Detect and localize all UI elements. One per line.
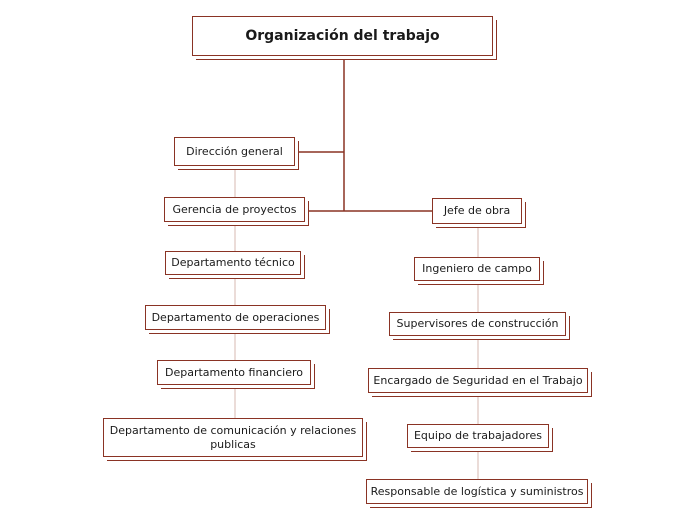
- root-node[interactable]: Organización del trabajo: [192, 16, 493, 56]
- node-gerencia-proyectos[interactable]: Gerencia de proyectos: [164, 197, 305, 222]
- node-direccion-general[interactable]: Dirección general: [174, 137, 295, 166]
- node-jefe-obra[interactable]: Jefe de obra: [432, 198, 522, 224]
- node-supervisores-construccion[interactable]: Supervisores de construcción: [389, 312, 566, 336]
- node-departamento-financiero[interactable]: Departamento financiero: [157, 360, 311, 385]
- node-equipo-trabajadores[interactable]: Equipo de trabajadores: [407, 424, 549, 448]
- node-departamento-tecnico[interactable]: Departamento técnico: [165, 251, 301, 275]
- node-departamento-comunicacion[interactable]: Departamento de comunicación y relacione…: [103, 418, 363, 457]
- node-departamento-operaciones[interactable]: Departamento de operaciones: [145, 305, 326, 330]
- node-responsable-logistica[interactable]: Responsable de logística y suministros: [366, 479, 588, 504]
- node-ingeniero-campo[interactable]: Ingeniero de campo: [414, 257, 540, 281]
- node-encargado-seguridad[interactable]: Encargado de Seguridad en el Trabajo: [368, 368, 588, 393]
